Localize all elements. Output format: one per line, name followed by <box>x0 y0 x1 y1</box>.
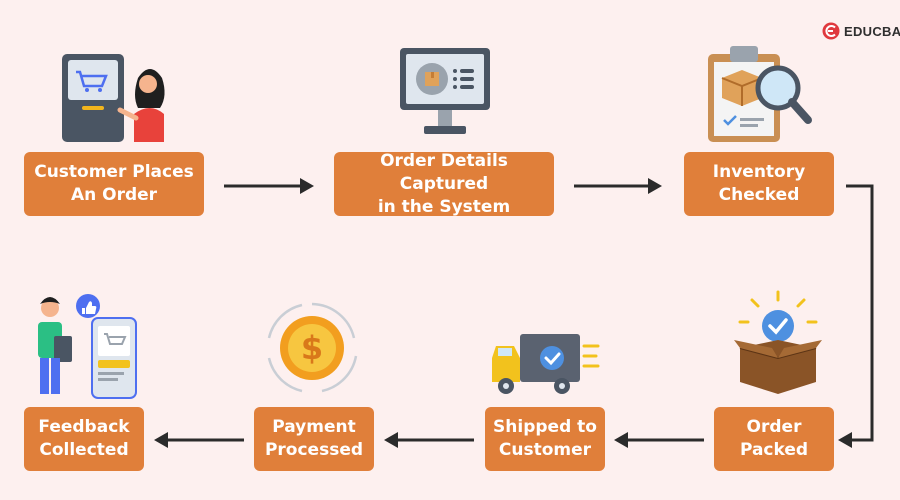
feedback-phone-icon <box>38 294 137 399</box>
arrow-step2-to-step3 <box>574 178 662 194</box>
clipboard-magnifier-icon <box>708 46 812 142</box>
step-inventory-checked: Inventory Checked <box>684 152 834 216</box>
arrow-step4-to-step5 <box>614 432 704 448</box>
step-customer-places-order: Customer Places An Order <box>24 152 204 216</box>
step-shipped-to-customer: Shipped to Customer <box>485 407 605 471</box>
dollar-coin-icon: $ <box>267 302 358 393</box>
arrow-step5-to-step6 <box>384 432 474 448</box>
educba-logo: EDUCBA <box>822 21 900 41</box>
arrow-step6-to-step7 <box>154 432 244 448</box>
step-feedback-collected: Feedback Collected <box>24 407 144 471</box>
step-payment-processed: Payment Processed <box>254 407 374 471</box>
step-order-packed: Order Packed <box>714 407 834 471</box>
step-order-details-captured: Order Details Captured in the System <box>334 151 554 217</box>
brand-name: EDUCBA <box>844 23 900 39</box>
arrow-step1-to-step2 <box>224 178 314 194</box>
computer-monitor-icon <box>400 48 490 134</box>
delivery-truck-icon <box>492 334 600 394</box>
kiosk-customer-icon <box>62 54 165 142</box>
packed-box-check-icon <box>734 290 822 394</box>
svg-text:$: $ <box>301 329 323 367</box>
arrow-step3-to-step4 <box>838 184 874 448</box>
educba-logo-icon <box>822 22 840 40</box>
